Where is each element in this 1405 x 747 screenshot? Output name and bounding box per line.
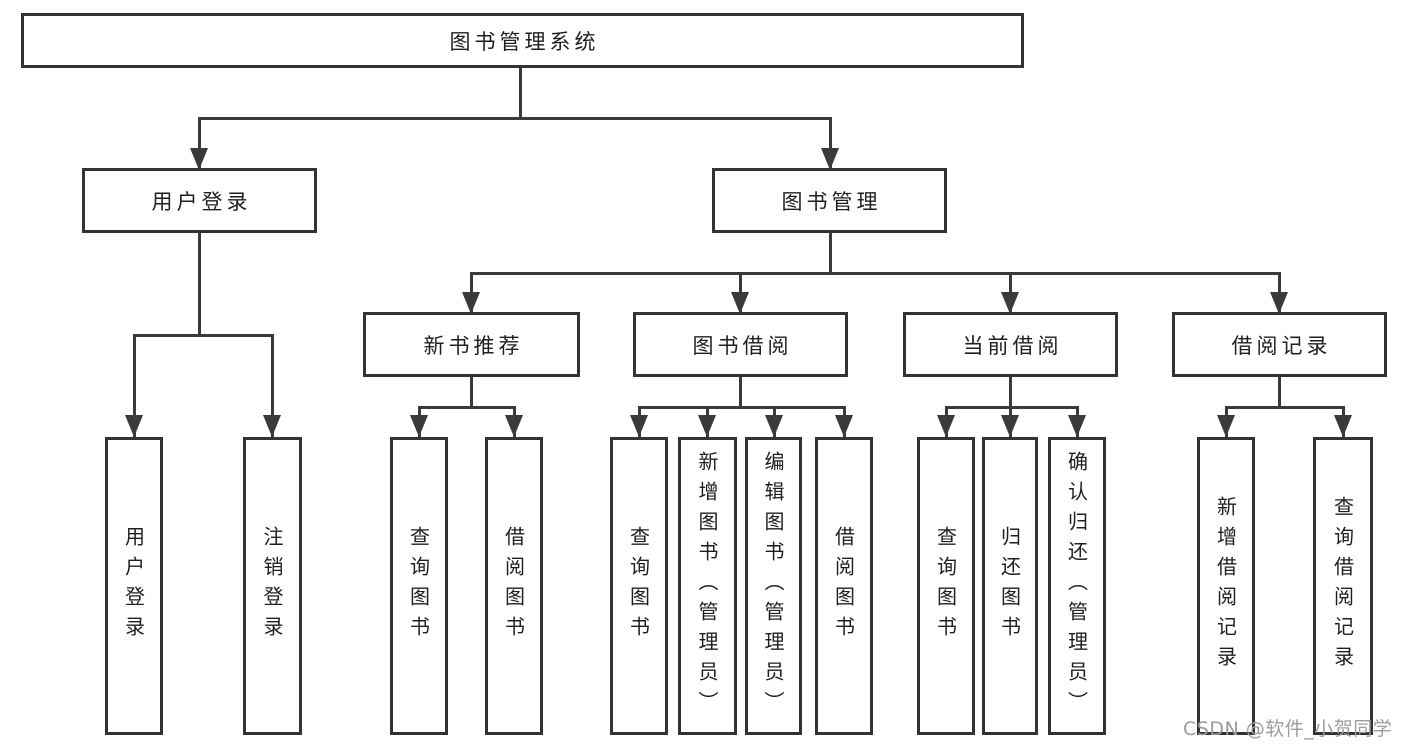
node-label-root: 图书管理系统: [449, 29, 600, 54]
node-nbr-borrow-book: 借阅图书: [485, 437, 543, 735]
connector-line: [1278, 376, 1281, 407]
node-label-borrow-records: 借阅记录: [1231, 333, 1332, 358]
arrowhead-down-icon: [937, 415, 955, 437]
node-label-bb-add-book: 新增图书（管理员）: [695, 451, 719, 721]
connector-line: [945, 406, 1079, 409]
node-nbr-query-book: 查询图书: [390, 437, 448, 735]
connector-line: [198, 117, 832, 120]
node-bb-borrow-book: 借阅图书: [815, 437, 873, 735]
connector-line: [638, 406, 846, 409]
arrowhead-down-icon: [835, 415, 853, 437]
node-label-bb-edit-book: 编辑图书（管理员）: [761, 451, 785, 721]
node-root: 图书管理系统: [21, 13, 1024, 68]
arrowhead-down-icon: [190, 148, 208, 170]
node-label-nbr-borrow-book: 借阅图书: [501, 526, 526, 646]
node-label-book-borrow: 图书借阅: [692, 333, 793, 358]
connector-line: [1225, 406, 1345, 409]
arrowhead-down-icon: [1001, 415, 1019, 437]
connector-line: [519, 67, 522, 118]
connector-line: [739, 376, 742, 407]
arrowhead-down-icon: [1334, 415, 1352, 437]
node-cb-return-book: 归还图书: [982, 437, 1038, 735]
node-leaf-logout: 注销登录: [243, 437, 302, 735]
node-book-borrow: 图书借阅: [633, 312, 848, 377]
node-label-cb-return-book: 归还图书: [997, 526, 1022, 646]
node-book-mgmt: 图书管理: [712, 168, 947, 233]
node-new-book-rec: 新书推荐: [363, 312, 580, 377]
arrowhead-down-icon: [410, 415, 428, 437]
node-label-br-query-record: 查询借阅记录: [1330, 496, 1355, 676]
node-label-cb-query-book: 查询图书: [933, 526, 958, 646]
arrowhead-down-icon: [731, 292, 749, 314]
connector-line: [829, 232, 832, 273]
node-label-user-login: 用户登录: [151, 189, 252, 214]
arrowhead-down-icon: [821, 148, 839, 170]
connector-line: [133, 334, 136, 437]
node-label-cb-confirm-return: 确认归还（管理员）: [1064, 451, 1089, 721]
node-label-leaf-user-login: 用户登录: [121, 526, 146, 646]
node-label-nbr-query-book: 查询图书: [406, 526, 431, 646]
connector-line: [470, 272, 1281, 275]
node-leaf-user-login: 用户登录: [105, 437, 163, 735]
connector-line: [829, 117, 832, 170]
arrowhead-down-icon: [263, 415, 281, 437]
node-br-query-record: 查询借阅记录: [1313, 437, 1373, 735]
node-label-new-book-rec: 新书推荐: [423, 333, 524, 358]
connector-line: [133, 334, 274, 337]
connector-line: [470, 376, 473, 407]
node-user-login: 用户登录: [82, 168, 317, 233]
node-bb-query-book: 查询图书: [610, 437, 668, 735]
connector-line: [198, 117, 201, 170]
node-cb-query-book: 查询图书: [917, 437, 975, 735]
arrowhead-down-icon: [1068, 415, 1086, 437]
node-borrow-records: 借阅记录: [1172, 312, 1387, 377]
node-cb-confirm-return: 确认归还（管理员）: [1048, 437, 1106, 735]
arrowhead-down-icon: [505, 415, 523, 437]
arrowhead-down-icon: [630, 415, 648, 437]
connector-line: [271, 334, 274, 437]
node-label-bb-borrow-book: 借阅图书: [831, 526, 856, 646]
connector-line: [198, 232, 201, 335]
arrowhead-down-icon: [462, 292, 480, 314]
arrowhead-down-icon: [765, 415, 783, 437]
node-bb-add-book: 新增图书（管理员）: [678, 437, 737, 735]
arrowhead-down-icon: [1270, 292, 1288, 314]
node-current-borrow: 当前借阅: [903, 312, 1118, 377]
connector-line: [418, 406, 516, 409]
node-bb-edit-book: 编辑图书（管理员）: [745, 437, 802, 735]
arrowhead-down-icon: [1217, 415, 1235, 437]
arrowhead-down-icon: [1001, 292, 1019, 314]
node-label-bb-query-book: 查询图书: [626, 526, 651, 646]
arrowhead-down-icon: [125, 415, 143, 437]
csdn-watermark: CSDN @软件_小贺同学: [1183, 718, 1393, 740]
node-br-add-record: 新增借阅记录: [1197, 437, 1255, 735]
arrowhead-down-icon: [698, 415, 716, 437]
connector-line: [1009, 376, 1012, 407]
node-label-br-add-record: 新增借阅记录: [1213, 496, 1238, 676]
node-label-current-borrow: 当前借阅: [962, 333, 1063, 358]
node-label-leaf-logout: 注销登录: [260, 526, 284, 646]
node-label-book-mgmt: 图书管理: [781, 189, 882, 214]
